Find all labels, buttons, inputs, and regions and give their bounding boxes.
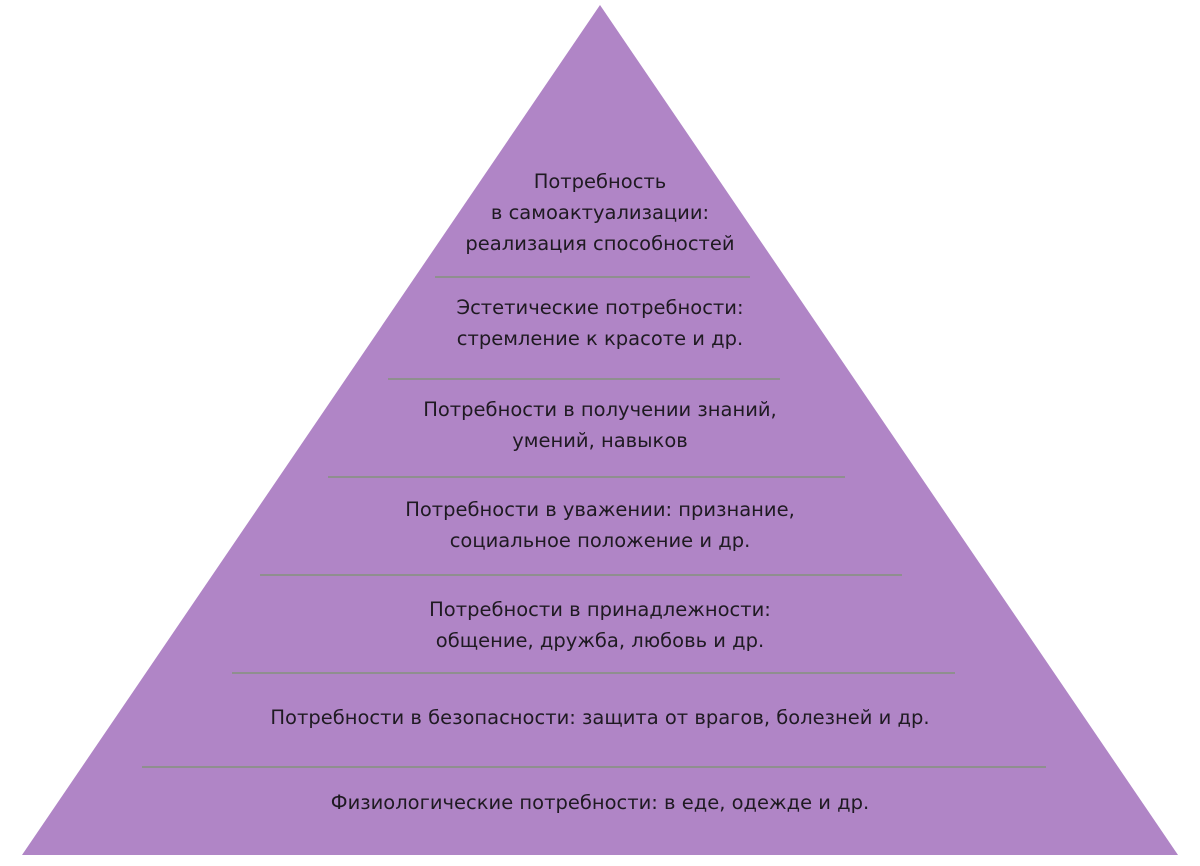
level-text: Потребности в принадлежности: (429, 598, 771, 621)
level-self-actualization: Потребность в самоактуализации: реализац… (0, 166, 1200, 259)
level-text: в самоактуализации: (490, 201, 710, 224)
level-text: социальное положение и др. (449, 529, 751, 552)
level-text: Физиологические потребности: в еде, одеж… (330, 791, 870, 814)
level-text: Потребность (533, 170, 667, 193)
level-text: Потребности в получении знаний, (423, 398, 777, 421)
level-knowledge: Потребности в получении знаний, умений, … (0, 394, 1200, 456)
level-text: Эстетические потребности: (456, 296, 744, 319)
pyramid-shape (22, 5, 1178, 855)
level-text: стремление к красоте и др. (456, 327, 744, 350)
level-belonging: Потребности в принадлежности: общение, д… (0, 594, 1200, 656)
level-physiological: Физиологические потребности: в еде, одеж… (0, 787, 1200, 818)
level-aesthetic: Эстетические потребности: стремление к к… (0, 292, 1200, 354)
level-text: общение, дружба, любовь и др. (435, 629, 765, 652)
level-text: умений, навыков (512, 429, 688, 452)
level-text: Потребности в безопасности: защита от вр… (270, 706, 930, 729)
level-text: реализация способностей (465, 232, 735, 255)
level-text: Потребности в уважении: признание, (405, 498, 795, 521)
level-esteem: Потребности в уважении: признание, социа… (0, 494, 1200, 556)
level-safety: Потребности в безопасности: защита от вр… (0, 702, 1200, 733)
